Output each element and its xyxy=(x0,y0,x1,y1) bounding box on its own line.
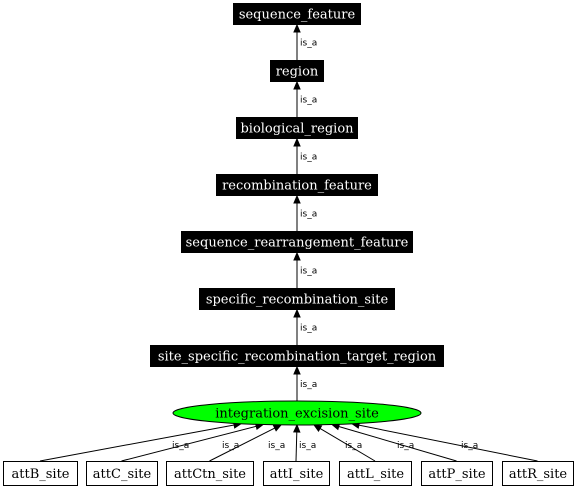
node-label: attB_site xyxy=(12,467,70,482)
is-a-edge-2: is_a xyxy=(293,137,317,174)
node-label: attCtn_site xyxy=(174,467,246,482)
is-a-label: is_a xyxy=(300,324,317,334)
is-a-label: is_a xyxy=(299,441,316,451)
node-atti-site[interactable]: attI_site xyxy=(263,461,330,486)
is-a-label: is_a xyxy=(300,153,317,163)
is-a-edge-3: is_a xyxy=(293,194,317,231)
node-specific-recombination-site[interactable]: specific_recombination_site xyxy=(199,288,395,310)
is-a-label: is_a xyxy=(461,441,478,451)
node-label: attI_site xyxy=(270,467,324,482)
is-a-edge-0: is_a xyxy=(293,23,317,60)
is-a-edge-9: is_a xyxy=(209,424,285,462)
node-attl-site[interactable]: attL_site xyxy=(339,461,412,486)
is-a-edge-5: is_a xyxy=(293,308,317,345)
node-label: attR_site xyxy=(509,467,568,482)
node-label: region xyxy=(276,65,319,80)
node-label: attL_site xyxy=(347,467,404,482)
is-a-edge-6: is_a xyxy=(293,365,317,401)
node-sequence-feature[interactable]: sequence_feature xyxy=(233,3,361,25)
node-attc-site[interactable]: attC_site xyxy=(86,461,158,486)
node-attctn-site[interactable]: attCtn_site xyxy=(166,461,254,486)
is-a-label: is_a xyxy=(300,267,317,277)
is-a-edge-4: is_a xyxy=(293,251,317,288)
node-label: attP_site xyxy=(428,467,485,482)
node-biological-region[interactable]: biological_region xyxy=(236,117,358,139)
is-a-edge-13: is_a xyxy=(350,421,538,462)
node-label: sequence_feature xyxy=(239,8,356,23)
node-label: biological_region xyxy=(240,122,354,137)
node-attp-site[interactable]: attP_site xyxy=(421,461,493,486)
is-a-label: is_a xyxy=(397,441,414,451)
is-a-edge-10: is_a xyxy=(293,423,316,462)
node-label: integration_excision_site xyxy=(215,407,379,422)
is-a-label: is_a xyxy=(268,441,285,451)
node-label: sequence_rearrangement_feature xyxy=(186,236,409,251)
node-attr-site[interactable]: attR_site xyxy=(502,461,574,486)
is-a-label: is_a xyxy=(300,210,317,220)
node-sequence-rearrangement-feature[interactable]: sequence_rearrangement_feature xyxy=(181,231,413,253)
node-site-specific-recombination-target-region[interactable]: site_specific_recombination_target_regio… xyxy=(150,345,444,367)
is-a-label: is_a xyxy=(345,441,362,451)
is-a-label: is_a xyxy=(300,380,317,390)
is-a-edge-1: is_a xyxy=(293,80,317,117)
node-label: site_specific_recombination_target_regio… xyxy=(158,350,437,365)
is-a-edge-7: is_a xyxy=(39,421,243,462)
is-a-edge-11: is_a xyxy=(312,424,376,462)
node-attb-site[interactable]: attB_site xyxy=(3,461,78,486)
node-integration-excision-site[interactable]: integration_excision_site xyxy=(172,400,422,426)
is-a-label: is_a xyxy=(300,96,317,106)
node-label: specific_recombination_site xyxy=(206,293,389,308)
is-a-label: is_a xyxy=(222,441,239,451)
node-region[interactable]: region xyxy=(270,60,324,82)
node-label: recombination_feature xyxy=(222,179,372,194)
is-a-label: is_a xyxy=(300,39,317,49)
node-recombination-feature[interactable]: recombination_feature xyxy=(216,174,378,196)
node-label: attC_site xyxy=(93,467,152,482)
edges-layer: is_a is_a is_a is_a is_a is_a is_a is_a is_a is_a… xyxy=(39,23,538,462)
